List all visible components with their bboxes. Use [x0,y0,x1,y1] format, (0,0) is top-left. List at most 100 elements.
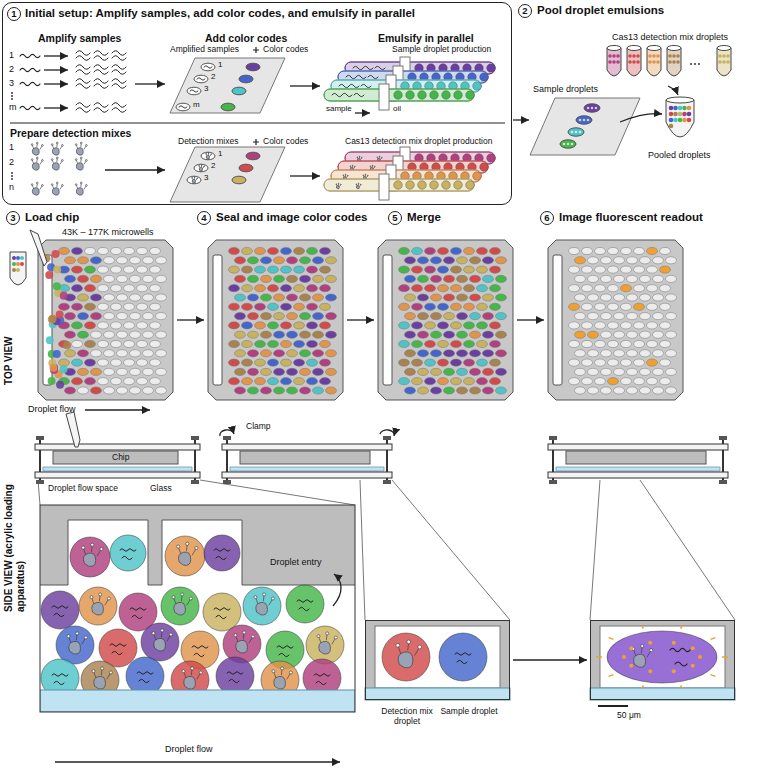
reporter-dot [51,159,53,161]
rna-strand [214,549,230,552]
microwell [627,313,638,320]
microwell [104,275,115,282]
tube-body [627,48,641,76]
annotation-label: Droplet entry [270,557,322,567]
tube-strip [170,147,285,202]
microwell [496,350,507,357]
microwell [235,350,246,357]
glass-slide [43,467,192,471]
droplet [487,64,496,73]
microwell [438,266,449,273]
acrylic-plate [35,472,200,478]
reporter-stem [36,158,37,162]
tube [607,46,621,77]
droplet-tube [10,252,26,285]
microwell [490,359,501,366]
microwell [255,359,266,366]
microwell [595,247,606,254]
microwell [653,313,664,320]
sample-arrow [355,112,370,113]
tube [647,46,661,77]
droplet [20,256,24,260]
fluorescence-ray [609,675,614,677]
microwell [470,331,481,338]
microwell [72,247,83,254]
microwell [78,257,89,264]
microwell [326,275,337,282]
microwell [261,275,272,282]
microwell [490,322,501,329]
microwell [248,350,259,357]
rna-strand [112,84,126,89]
microwell [418,294,429,301]
chip-side [240,451,370,464]
microwell [91,257,102,264]
reporter-dot [82,546,85,549]
cleaved-reporter [672,641,676,645]
reporter-stem [36,183,37,187]
microwell [313,275,324,282]
microwell [137,340,148,347]
microwell [261,350,272,357]
microwell [412,266,423,273]
reporter-stem [40,160,42,164]
reporter-stem [354,167,355,169]
microwell [588,387,599,394]
rna-strand [76,65,90,70]
fluorescence-ray [681,686,683,689]
microwell [156,387,167,394]
reporter-dot [365,174,367,176]
microwell [601,275,612,282]
reporter-dot [289,671,292,674]
rna-strand [76,70,90,75]
clamp-arrow [220,430,234,436]
microwell [156,257,167,264]
microwell [235,313,246,320]
droplet [718,54,722,58]
reporter-stem [356,184,358,186]
microwell [405,368,416,375]
microwell [451,359,462,366]
microwell [85,340,96,347]
loading-slot [213,255,222,385]
microwell [261,313,272,320]
microwell [399,340,410,347]
microwell [313,331,324,338]
tube [187,87,201,95]
droplet [678,112,683,117]
microwell [608,303,619,310]
reporter-dot [42,185,44,187]
microwell [91,294,102,301]
droplet [406,181,415,190]
microwell [287,275,298,282]
droplet [487,154,496,163]
microwell [130,313,141,320]
reporter-dot [201,164,203,166]
step-number: 2 [519,5,531,17]
microwell [496,275,507,282]
microwell [255,378,266,385]
acrylic-plate [35,444,200,450]
droplet [454,181,463,190]
microwell [294,359,305,366]
microwell [124,247,135,254]
cas13-protein [178,552,190,565]
microwell [91,368,102,375]
pipette [30,230,47,266]
microwell [431,368,442,375]
microwell [268,247,279,254]
reporter-dot [335,183,337,185]
microwell [438,285,449,292]
reporter-dot [84,636,87,639]
microwell [621,266,632,273]
rna-strand [112,79,126,84]
microwell [425,378,436,385]
droplet [668,60,672,64]
reporter-stem [40,145,42,149]
microwell [431,387,442,394]
rna-strand [190,90,198,93]
microwell [640,257,651,264]
microwell [614,368,625,375]
annotation-label: 43K – 177K microwells [62,227,154,237]
annotation-label: Droplet flow space [48,484,118,494]
